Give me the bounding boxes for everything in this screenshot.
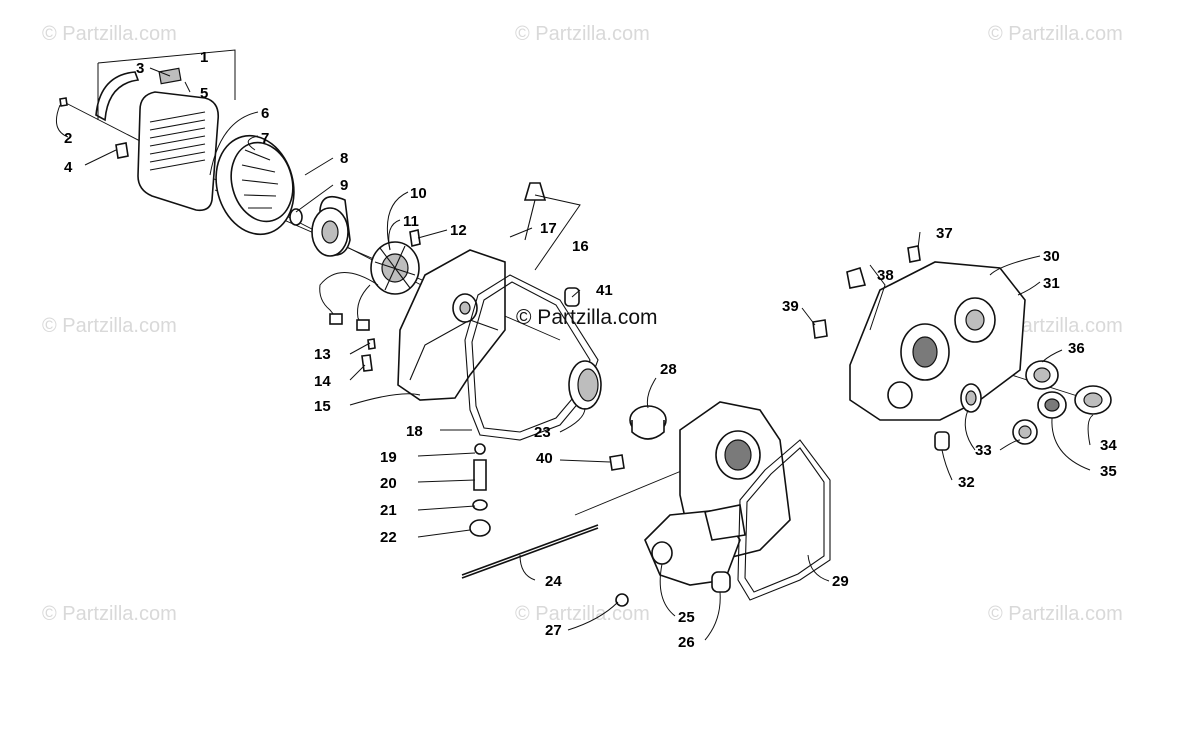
callout-9: 9	[340, 177, 348, 194]
callout-25: 25	[678, 609, 695, 626]
callout-4: 4	[64, 159, 73, 176]
callout-24: 24	[545, 573, 562, 590]
callout-37: 37	[936, 225, 953, 242]
side-cover	[397, 249, 506, 401]
callout-38: 38	[877, 267, 894, 284]
watermarks: © Partzilla.com © Partzilla.com © Partzi…	[42, 23, 1123, 625]
right-crankcase	[849, 261, 1026, 421]
callout-8: 8	[340, 150, 348, 167]
callout-21: 21	[380, 502, 397, 519]
callout-30: 30	[1043, 248, 1060, 265]
callout-17: 17	[540, 220, 557, 237]
callout-26: 26	[678, 634, 695, 651]
flywheel	[289, 195, 351, 257]
callout-34: 34	[1100, 437, 1117, 454]
callout-31: 31	[1043, 275, 1060, 292]
callout-23: 23	[534, 424, 551, 441]
callout-35: 35	[1100, 463, 1117, 480]
callout-29: 29	[832, 573, 849, 590]
flywheel-housing	[215, 134, 295, 236]
callout-36: 36	[1068, 340, 1085, 357]
callout-12: 12	[450, 222, 467, 239]
crankcase-gasket	[737, 439, 831, 601]
leader-lines	[55, 49, 1094, 641]
oil-seal	[568, 360, 602, 410]
callout-2: 2	[64, 130, 72, 147]
center-watermark: © Partzilla.com	[516, 306, 658, 329]
callout-27: 27	[545, 622, 562, 639]
callout-1: 1	[200, 49, 208, 66]
callout-19: 19	[380, 449, 397, 466]
callout-7: 7	[261, 130, 269, 147]
watermark-mid-left: © Partzilla.com	[42, 315, 177, 337]
callout-39: 39	[782, 298, 799, 315]
callout-numbers: 1 2 3 4 5 6 7 8 9 10 11 12 13 14 15 16 1…	[64, 49, 1117, 651]
callout-15: 15	[314, 398, 331, 415]
callout-32: 32	[958, 474, 975, 491]
watermark-bottom-right: © Partzilla.com	[988, 603, 1123, 625]
callout-13: 13	[314, 346, 331, 363]
callout-40: 40	[536, 450, 553, 467]
callout-10: 10	[410, 185, 427, 202]
callout-28: 28	[660, 361, 677, 378]
watermark-top-center: © Partzilla.com	[515, 23, 650, 45]
callout-33: 33	[975, 442, 992, 459]
callout-11: 11	[403, 213, 419, 230]
callout-5: 5	[200, 85, 208, 102]
callout-20: 20	[380, 475, 397, 492]
callout-41: 41	[596, 282, 613, 299]
watermark-bottom-center: © Partzilla.com	[515, 603, 650, 625]
stator	[319, 241, 420, 331]
callout-18: 18	[406, 423, 423, 440]
callout-6: 6	[261, 105, 269, 122]
center-crankcase	[644, 401, 791, 586]
side-cover-gasket	[464, 274, 599, 441]
bushing	[629, 405, 667, 440]
callout-16: 16	[572, 238, 589, 255]
callout-22: 22	[380, 529, 397, 546]
watermark-top-left: © Partzilla.com	[42, 23, 177, 45]
watermark-bottom-left: © Partzilla.com	[42, 603, 177, 625]
callout-3: 3	[136, 60, 144, 77]
small-parts	[59, 97, 950, 607]
watermark-top-right: © Partzilla.com	[988, 23, 1123, 45]
callout-14: 14	[314, 373, 331, 390]
